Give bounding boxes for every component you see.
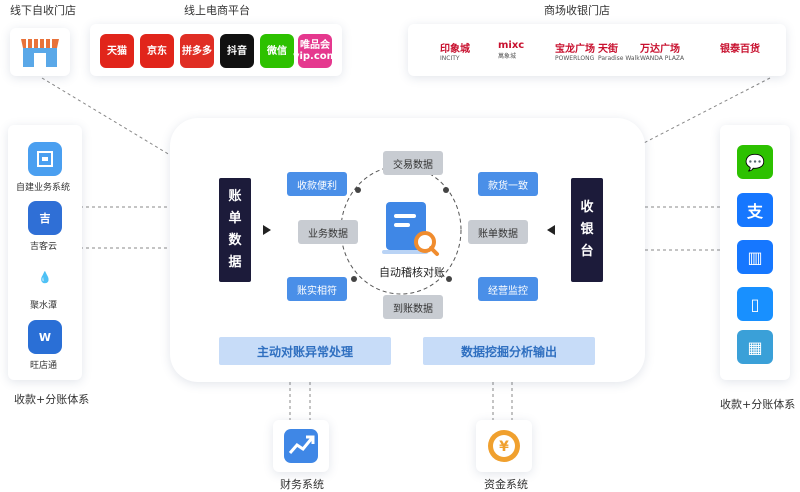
arrow-right-icon [263,225,271,235]
chip-account-match: 账实相符 [287,277,347,301]
system-app-icon: 💧 [28,260,62,294]
chip-collection: 收款便利 [287,172,347,196]
finance-system-card [273,420,329,472]
mall-brand-logo: 银泰百货 [720,40,760,55]
mall-brand-name: 天街 [598,44,618,55]
circle-node [351,276,357,282]
cashier-char: 台 [580,244,594,259]
system-app-icon: 吉 [28,201,62,235]
audit-document-icon [382,202,439,256]
mall-brand-logo: mixc 萬象城 [498,40,524,60]
chip-goods-payment: 款货一致 [478,172,538,196]
payment-app-icon: ▦ [737,330,773,364]
bill-data-char: 单 [228,211,242,226]
system-app-icon: W [28,320,62,354]
svg-text:¥: ¥ [499,439,509,455]
cashier-panel: 收银台 [571,178,603,282]
mall-brands-card [408,24,786,76]
circle-node [446,276,452,282]
payment-app-icon: 💬 [737,145,773,179]
left-footer-label: 收款+分账体系 [14,393,90,406]
mall-brand-name: 银泰百货 [720,44,760,55]
mall-brand-sub: 萬象城 [498,53,517,60]
mall-brand-sub: INCITY [440,55,460,62]
system-label: 自建业务系统 [16,183,71,193]
payment-app-icon: ▥ [737,240,773,274]
system-label: 聚水潭 [30,301,58,311]
flow-circle [340,165,462,295]
finance-chart-icon [284,429,318,463]
data-mining-bar: 数据挖掘分析输出 [423,337,595,365]
system-label: 吉客云 [30,242,58,252]
offline-store-card [10,28,70,76]
platform-icon: 京东 [140,34,174,68]
mall-brand-sub: POWERLONG [555,55,595,62]
storefront-icon [21,39,59,67]
fund-system-card: ¥ [476,420,532,472]
mall-brand-sub: Paradise Walk [598,55,640,62]
platform-icon: 微信 [260,34,294,68]
cashier-char: 银 [580,222,594,237]
bill-data-panel: 账单数据 [219,178,251,282]
bill-data-char: 账 [228,189,242,204]
circle-node [355,187,361,193]
coins-icon: ¥ [488,430,520,462]
bill-data-char: 据 [228,255,242,270]
arrow-left-icon [547,225,555,235]
fund-system-label: 资金系统 [484,478,528,491]
mall-cashier-label: 商场收银门店 [544,4,610,17]
system-label: 旺店通 [30,361,58,371]
cashier-char: 收 [580,200,594,215]
platform-icon: 拼多多 [180,34,214,68]
core-label: 自动稽核对账 [379,266,445,279]
mall-brand-name: 万达广场 [640,44,680,55]
chip-operation-monitor: 经营监控 [478,277,538,301]
mall-brand-name: mixc [498,40,525,51]
chip-settle-data: 到账数据 [383,295,443,319]
mall-brand-name: 印象城 [440,44,470,55]
platform-icon: 天猫 [100,34,134,68]
payment-app-icon: 支 [737,193,773,227]
finance-system-label: 财务系统 [280,478,324,491]
platform-icon: 抖音 [220,34,254,68]
payment-app-icon: ▯ [737,287,773,321]
chip-bill-data: 账单数据 [468,220,528,244]
mall-brand-name: 宝龙广场 [555,44,595,55]
exception-handling-bar: 主动对账异常处理 [219,337,391,365]
system-app-icon [28,142,62,176]
bill-data-char: 数 [228,233,242,248]
chip-business-data: 业务数据 [298,220,358,244]
online-platform-label: 线上电商平台 [184,4,250,17]
circle-node [443,187,449,193]
right-footer-label: 收款+分账体系 [720,398,796,411]
chip-trade-data: 交易数据 [383,151,443,175]
offline-store-label: 线下自收门店 [10,4,76,17]
mall-brand-sub: WANDA PLAZA [640,55,685,62]
